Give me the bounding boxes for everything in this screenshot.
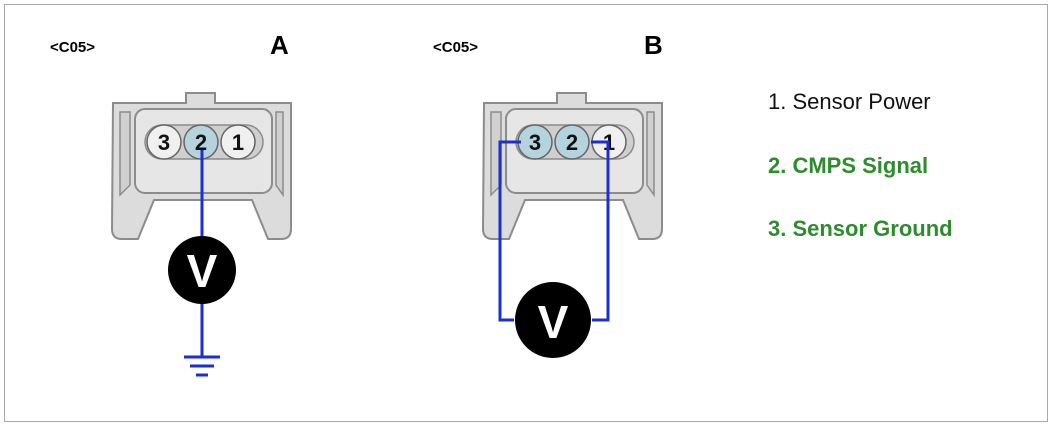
panel-a-letter: A <box>270 30 289 60</box>
probe-wire-pin2 <box>591 140 610 322</box>
panel-b-letter: B <box>644 30 663 60</box>
pin-3-label: 3 <box>158 130 170 155</box>
pin-2-label: 2 <box>195 130 207 155</box>
panel-a-connector-id: <C05> <box>50 39 95 56</box>
connector-side-rib-left <box>119 111 131 197</box>
pin-3-label: 3 <box>529 130 541 155</box>
probe-wire-pin3 <box>498 140 521 322</box>
pin-3 <box>146 124 182 160</box>
diagram-frame <box>4 4 1048 422</box>
ground-icon <box>184 355 220 377</box>
pin-2 <box>554 124 590 160</box>
voltmeter-b: V <box>515 282 591 358</box>
pin-2-label: 2 <box>566 130 578 155</box>
voltmeter-symbol: V <box>538 296 569 348</box>
legend-item-sensor-ground: 3. Sensor Ground <box>768 216 953 241</box>
pin-1 <box>220 124 256 160</box>
legend-item-sensor-power: 1. Sensor Power <box>768 89 931 114</box>
pin-1-label: 1 <box>232 130 244 155</box>
connector-side-rib-right <box>646 111 655 198</box>
connector-side-rib-right <box>275 111 284 198</box>
panel-b-connector-id: <C05> <box>433 39 478 56</box>
panel-a: <C05> A 3 2 1 V <box>50 30 292 377</box>
legend-item-cmps-signal: 2. CMPS Signal <box>768 153 929 178</box>
panel-b-connector: 3 2 1 <box>481 92 663 240</box>
voltmeter-a: V <box>168 236 236 304</box>
voltmeter-symbol: V <box>187 245 218 297</box>
voltmeter-icon <box>168 236 236 304</box>
voltmeter-icon <box>515 282 591 358</box>
panel-b: <C05> B 3 2 1 V <box>433 30 663 358</box>
